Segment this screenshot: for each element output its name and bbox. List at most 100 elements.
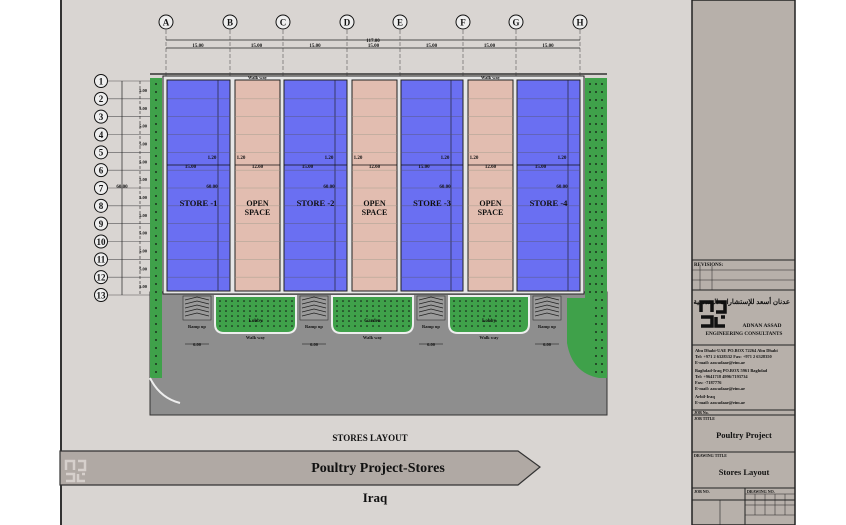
tree-dot (155, 219, 157, 221)
tree-dot (459, 320, 461, 322)
tree-dot (595, 331, 597, 333)
tree-dot (279, 310, 281, 312)
title-block-content: REVISIONS:عدنان أسعد للإستشارات الهندسية… (692, 259, 795, 525)
tree-dot (279, 305, 281, 307)
tree-dot (465, 325, 467, 327)
tree-dot (595, 155, 597, 157)
tree-dot (513, 315, 515, 317)
ramp-chevron-icon (301, 308, 327, 313)
tree-dot (453, 310, 455, 312)
open-space-offset-dim: 1.20 (354, 156, 363, 161)
grid-label-column: C (280, 18, 287, 28)
tree-dot (471, 320, 473, 322)
tree-dot (477, 320, 479, 322)
open-space-label: OPEN (479, 199, 501, 208)
store-block (400, 79, 464, 292)
tree-dot (384, 320, 386, 322)
tree-dot (231, 315, 233, 317)
tree-dot (589, 163, 591, 165)
grid-label-column: E (397, 18, 403, 28)
grid-bubble (94, 74, 108, 88)
tree-dot (483, 325, 485, 327)
tree-dot (453, 300, 455, 302)
tree-dot (589, 243, 591, 245)
logo-mark (699, 300, 727, 314)
open-space-offset-dim: 1.20 (470, 156, 479, 161)
job-title-label: JOB TITLE (694, 416, 715, 421)
tree-dot (155, 371, 157, 373)
tree-dot (489, 305, 491, 307)
tree-dot (495, 305, 497, 307)
tree-dot (231, 310, 233, 312)
tree-dot (237, 300, 239, 302)
row-dim: 5.00 (139, 88, 148, 93)
store-offset-dim: 1.20 (441, 156, 450, 161)
revisions-label: REVISIONS: (694, 263, 724, 268)
overall-width-dim: 117.00 (366, 39, 380, 44)
tree-dot (225, 305, 227, 307)
tree-dot (589, 283, 591, 285)
tree-dot (477, 305, 479, 307)
grid-label-row: 6 (99, 165, 104, 175)
open-space-label: OPEN (246, 199, 268, 208)
tree-dot (595, 139, 597, 141)
tree-dot (360, 310, 362, 312)
ramp-width-dim: 6.00 (193, 342, 202, 347)
tree-dot (342, 305, 344, 307)
tree-dot (155, 315, 157, 317)
tree-dot (378, 325, 380, 327)
store-offset-dim: 1.20 (325, 156, 334, 161)
tree-dot (285, 325, 287, 327)
open-space-width-dim: 12.60 (485, 165, 497, 170)
tree-dot (589, 155, 591, 157)
ramp-width-dim: 6.00 (543, 342, 552, 347)
open-space-width-dim: 12.60 (369, 165, 381, 170)
tree-dot (495, 325, 497, 327)
grid-bubble (94, 181, 108, 195)
tree-dot (408, 310, 410, 312)
ramp-chevron-icon (184, 300, 210, 305)
tree-dot (342, 320, 344, 322)
open-space-label: OPEN (363, 199, 385, 208)
tree-dot (378, 320, 380, 322)
store-label: STORE -3 (413, 198, 451, 208)
tree-dot (366, 305, 368, 307)
tree-dot (589, 123, 591, 125)
tree-dot (601, 211, 603, 213)
tree-dot (243, 310, 245, 312)
tree-dot (601, 243, 603, 245)
grid-label-row: 1 (99, 76, 104, 86)
bay-dim: 15.00 (309, 44, 321, 49)
tree-dot (601, 299, 603, 301)
tree-dot (595, 371, 597, 373)
tree-dot (261, 315, 263, 317)
open-space-offset-dim: 1.20 (237, 156, 246, 161)
tree-dot (336, 310, 338, 312)
tree-dot (513, 305, 515, 307)
tree-dot (465, 305, 467, 307)
tree-dot (501, 315, 503, 317)
tree-dot (453, 315, 455, 317)
tree-dot (285, 315, 287, 317)
tree-dot (348, 315, 350, 317)
tree-dot (348, 325, 350, 327)
tree-dot (453, 320, 455, 322)
tree-dot (336, 315, 338, 317)
grid-label-column: G (512, 18, 519, 28)
tree-dot (243, 320, 245, 322)
tree-dot (396, 320, 398, 322)
tree-dot (459, 315, 461, 317)
tree-dot (589, 235, 591, 237)
contact-line: Arbil-Iraq (695, 394, 715, 399)
grid-bubble (94, 127, 108, 142)
tree-dot (495, 310, 497, 312)
tree-dot (279, 300, 281, 302)
contact-line: Tel: +9641718 4996/7193734 (695, 374, 748, 379)
row-dim: 5.00 (139, 195, 148, 200)
tree-dot (483, 310, 485, 312)
tree-dot (249, 320, 251, 322)
tree-dot (483, 320, 485, 322)
open-space-block (234, 79, 281, 292)
tree-dot (595, 83, 597, 85)
